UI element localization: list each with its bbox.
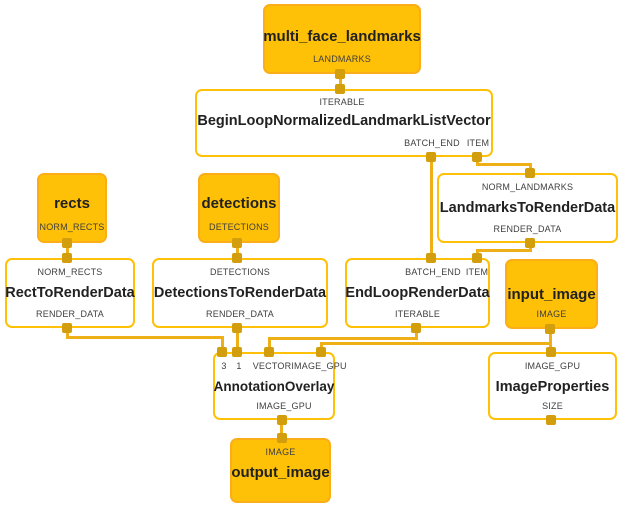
node-end-loop-render-data[interactable]: BATCH_END ITEM EndLoopRenderData ITERABL… bbox=[345, 258, 490, 328]
node-title: rects bbox=[54, 195, 90, 212]
input-port-label-iterable: ITERABLE bbox=[319, 97, 365, 107]
port-rect-to-render-in bbox=[62, 253, 72, 263]
input-port-label-image-gpu: IMAGE_GPU bbox=[291, 361, 347, 371]
output-port-label-item: ITEM bbox=[466, 138, 490, 148]
port-annotation-overlay-vector-in bbox=[264, 347, 274, 357]
edge-renderdata-item-h bbox=[476, 249, 532, 252]
input-port-label-norm-rects: NORM_RECTS bbox=[37, 267, 103, 277]
port-detections-to-render-in bbox=[232, 253, 242, 263]
edge-batchend-batchend bbox=[430, 155, 433, 259]
port-end-loop-item-in bbox=[472, 253, 482, 263]
port-annotation-overlay-1-in bbox=[232, 347, 242, 357]
port-input-image-out bbox=[545, 324, 555, 334]
node-input-image[interactable]: input_image IMAGE bbox=[505, 259, 598, 329]
port-begin-loop-batch-end-out bbox=[426, 152, 436, 162]
input-port-label-image: IMAGE bbox=[265, 447, 296, 457]
edge-image-overlay-h bbox=[320, 342, 551, 345]
node-title: BeginLoopNormalizedLandmarkListVector bbox=[197, 113, 491, 129]
node-image-properties[interactable]: IMAGE_GPU ImageProperties SIZE bbox=[488, 352, 617, 420]
edge-rtr-overlay-v1 bbox=[66, 327, 69, 339]
node-multi-face-landmarks[interactable]: multi_face_landmarks LANDMARKS bbox=[263, 4, 421, 74]
node-title: EndLoopRenderData bbox=[345, 285, 490, 301]
port-annotation-overlay-out bbox=[277, 415, 287, 425]
node-output-image[interactable]: IMAGE output_image bbox=[230, 438, 331, 503]
node-title: RectToRenderData bbox=[5, 285, 135, 301]
input-port-label-image-gpu: IMAGE_GPU bbox=[524, 361, 581, 371]
output-port-label-iterable: ITERABLE bbox=[394, 309, 441, 319]
output-port-label-render-data: RENDER_DATA bbox=[36, 309, 104, 319]
node-title: LandmarksToRenderData bbox=[439, 200, 616, 216]
edge-overlay-outputimage bbox=[280, 420, 283, 439]
edge-detections-detectionstorender bbox=[236, 242, 239, 259]
port-annotation-overlay-image-gpu-in bbox=[316, 347, 326, 357]
port-landmarks-to-render-out bbox=[525, 238, 535, 248]
output-port-label-image-gpu: IMAGE_GPU bbox=[256, 401, 312, 411]
input-port-label-detections: DETECTIONS bbox=[209, 267, 271, 277]
node-rect-to-render-data[interactable]: NORM_RECTS RectToRenderData RENDER_DATA bbox=[5, 258, 135, 328]
edge-landmarks-iterable bbox=[339, 70, 342, 91]
output-port-label-norm-rects: NORM_RECTS bbox=[39, 222, 105, 232]
edge-rects-recttorender bbox=[66, 242, 69, 259]
node-title: output_image bbox=[231, 464, 330, 481]
edge-iterable-vector-v2 bbox=[268, 337, 271, 353]
port-annotation-overlay-3-in bbox=[217, 347, 227, 357]
port-image-properties-size-out bbox=[546, 415, 556, 425]
edge-item-normlandmarks-h bbox=[476, 163, 532, 166]
input-port-label-3: 3 bbox=[221, 361, 227, 371]
node-title: AnnotationOverlay bbox=[213, 379, 335, 394]
input-port-label-norm-landmarks: NORM_LANDMARKS bbox=[481, 182, 574, 192]
port-rects-out bbox=[62, 238, 72, 248]
node-title: ImageProperties bbox=[495, 379, 610, 395]
edge-rtr-overlay-h bbox=[66, 336, 224, 339]
edge-rtr-overlay-v2 bbox=[221, 336, 224, 353]
port-end-loop-batch-end-in bbox=[426, 253, 436, 263]
node-title: DetectionsToRenderData bbox=[153, 285, 327, 301]
output-port-label-size: SIZE bbox=[542, 401, 563, 411]
output-port-label-image: IMAGE bbox=[536, 309, 567, 319]
port-multi-face-landmarks-out bbox=[335, 69, 345, 79]
output-port-label-landmarks: LANDMARKS bbox=[313, 54, 371, 64]
port-detections-to-render-out bbox=[232, 323, 242, 333]
node-landmarks-to-render-data[interactable]: NORM_LANDMARKS LandmarksToRenderData REN… bbox=[437, 173, 618, 243]
node-begin-loop-normalized-landmark-list-vector[interactable]: ITERABLE BeginLoopNormalizedLandmarkList… bbox=[195, 89, 493, 157]
port-landmarks-to-render-in bbox=[525, 168, 535, 178]
node-detections-to-render-data[interactable]: DETECTIONS DetectionsToRenderData RENDER… bbox=[152, 258, 328, 328]
edge-image-imageproperties bbox=[549, 328, 552, 353]
node-title: multi_face_landmarks bbox=[263, 28, 421, 45]
output-port-label-render-data: RENDER_DATA bbox=[493, 224, 562, 234]
node-rects[interactable]: rects NORM_RECTS bbox=[37, 173, 107, 243]
port-image-properties-in bbox=[546, 347, 556, 357]
node-title: detections bbox=[201, 195, 277, 212]
port-begin-loop-item-out bbox=[472, 152, 482, 162]
input-port-label-item: ITEM bbox=[465, 267, 489, 277]
port-begin-loop-iterable-in bbox=[335, 84, 345, 94]
node-annotation-overlay[interactable]: 3 1 VECTOR IMAGE_GPU AnnotationOverlay I… bbox=[213, 352, 346, 420]
input-port-label-vector: VECTOR bbox=[252, 361, 292, 371]
node-title: input_image bbox=[507, 286, 596, 303]
output-port-label-detections: DETECTIONS bbox=[208, 222, 270, 232]
output-port-label-render-data: RENDER_DATA bbox=[206, 309, 274, 319]
port-detections-out bbox=[232, 238, 242, 248]
edge-iterable-vector-h bbox=[268, 337, 418, 340]
input-port-label-1: 1 bbox=[236, 361, 242, 371]
input-port-label-batch-end: BATCH_END bbox=[405, 267, 461, 277]
edge-iterable-vector-v1 bbox=[415, 327, 418, 340]
node-detections[interactable]: detections DETECTIONS bbox=[198, 173, 280, 243]
port-output-image-in bbox=[277, 433, 287, 443]
port-rect-to-render-out bbox=[62, 323, 72, 333]
edge-dtr-overlay bbox=[236, 327, 239, 353]
port-end-loop-iterable-out bbox=[411, 323, 421, 333]
output-port-label-batch-end: BATCH_END bbox=[404, 138, 460, 148]
